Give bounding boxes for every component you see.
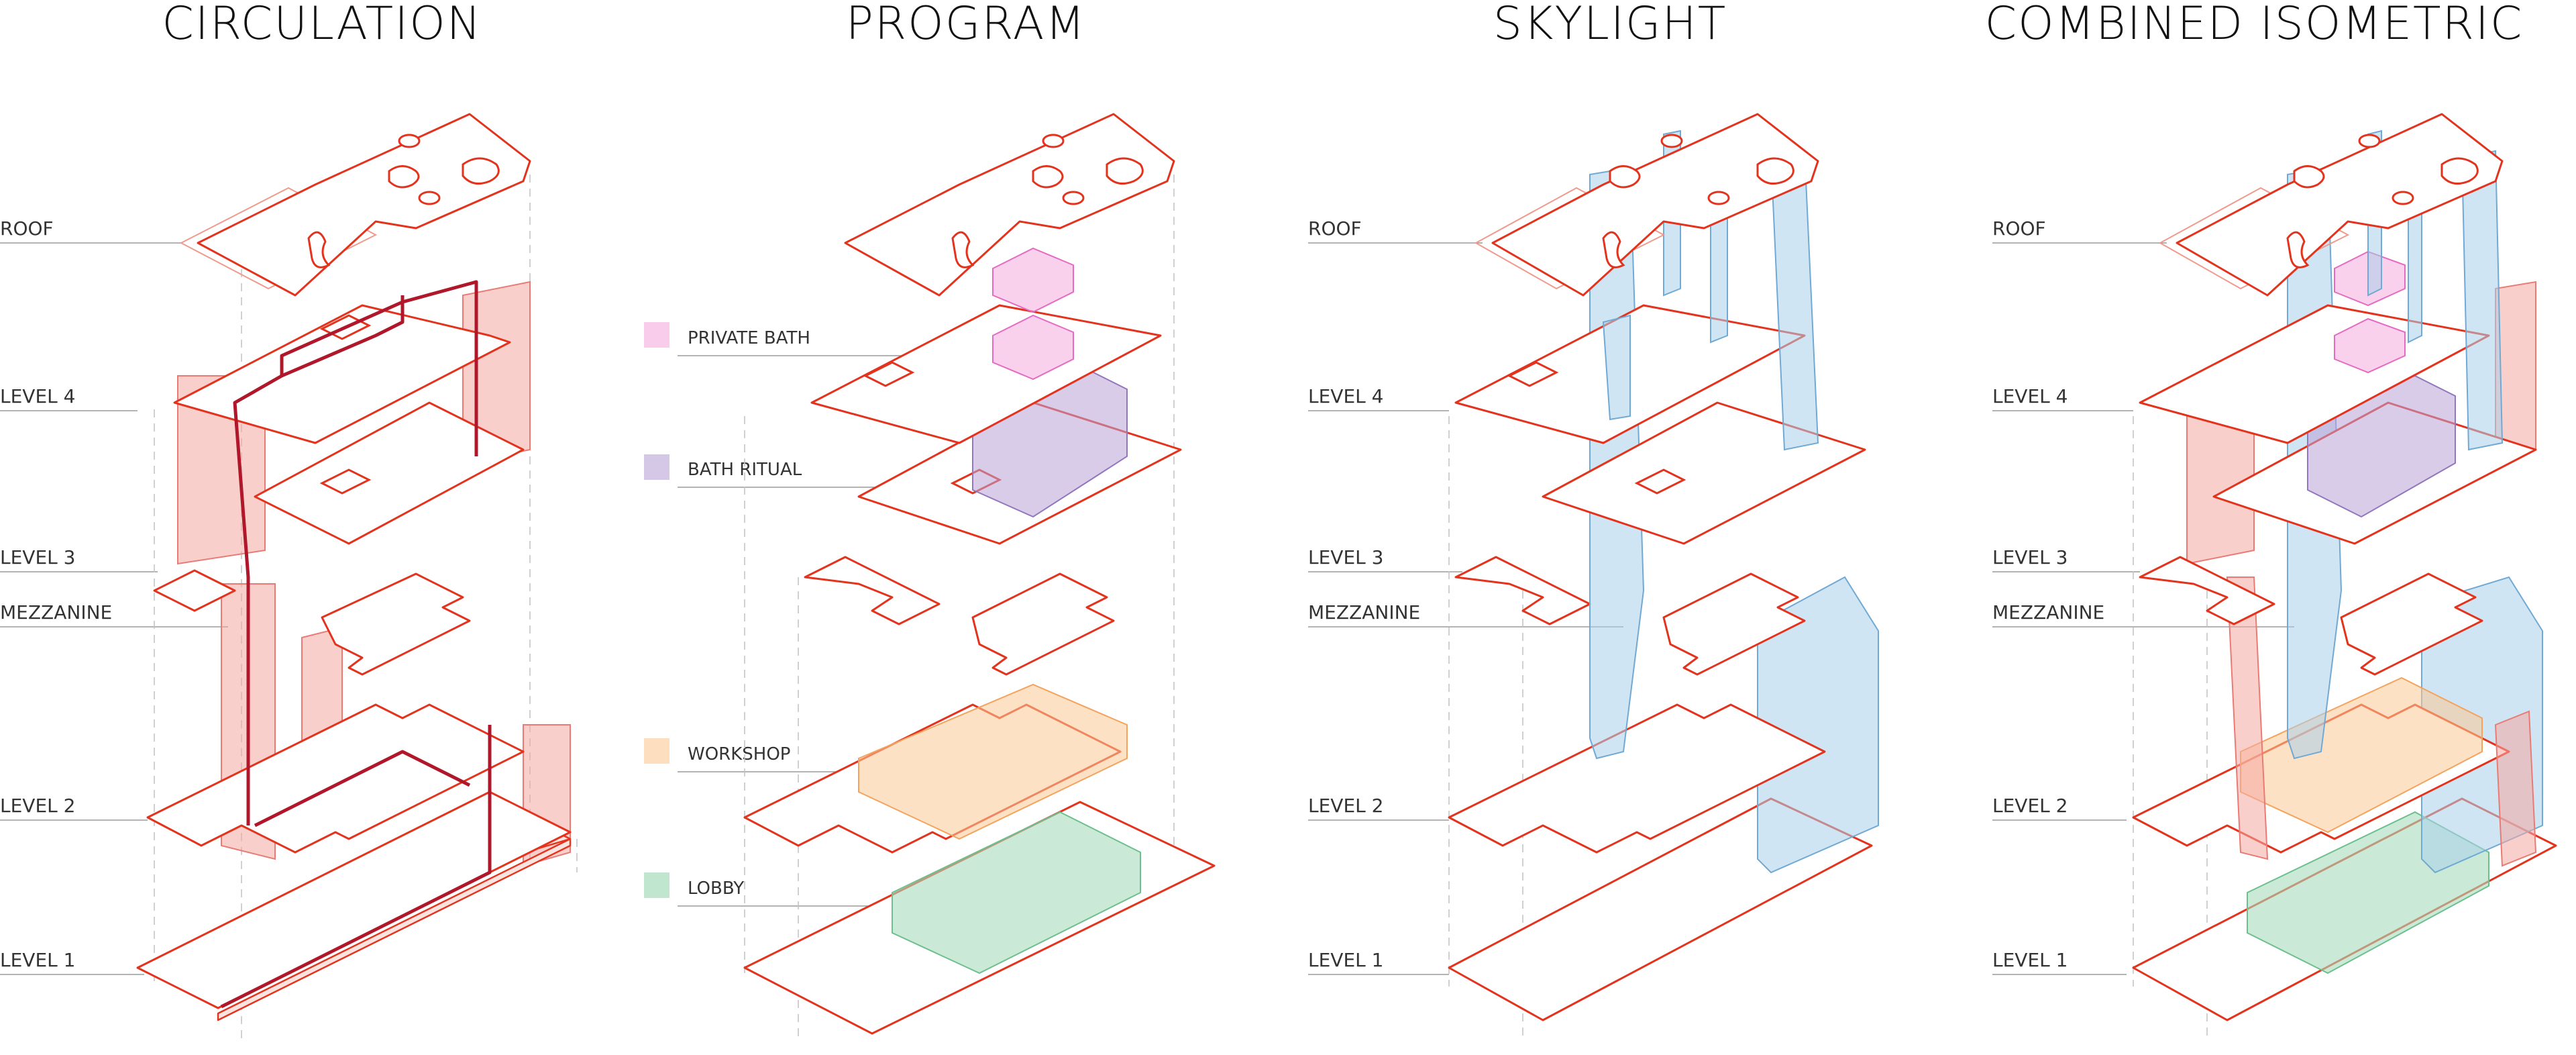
panel-skylight: SKYLIGHT ROOF LEVEL 4 LEVEL 3 MEZZANINE … bbox=[1288, 0, 1932, 1055]
slab-roof bbox=[844, 113, 1175, 297]
level-labels: ROOF LEVEL 4 LEVEL 3 MEZZANINE LEVEL 2 L… bbox=[1992, 217, 2104, 971]
slab-level-2 bbox=[146, 703, 525, 854]
panel-title: CIRCULATION bbox=[162, 0, 482, 50]
legend-label-lobby: LOBBY bbox=[688, 878, 744, 899]
slab-level-3 bbox=[254, 401, 525, 545]
level-label-2: LEVEL 2 bbox=[1992, 795, 2068, 817]
panel-title: SKYLIGHT bbox=[1493, 0, 1727, 50]
circulation-diagram: ROOF LEVEL 4 LEVEL 3 MEZZANINE LEVEL 2 L… bbox=[0, 113, 578, 1040]
panel-program: PROGRAM PRIVATE BATH BATH RITUAL WORKSHO… bbox=[644, 0, 1288, 1055]
slab-level-2 bbox=[1448, 703, 1826, 854]
panel-title: PROGRAM bbox=[845, 0, 1087, 50]
legend-label-workshop: WORKSHOP bbox=[688, 744, 791, 764]
level-label-3: LEVEL 3 bbox=[1308, 546, 1383, 568]
combined-diagram: ROOF LEVEL 4 LEVEL 3 MEZZANINE LEVEL 2 L… bbox=[1992, 113, 2557, 1040]
dashed-guides bbox=[1448, 416, 1523, 1040]
leader-lines bbox=[1308, 242, 1623, 975]
level-label-roof: ROOF bbox=[1992, 217, 2046, 240]
circulation-path bbox=[220, 280, 492, 1009]
level-label-1: LEVEL 1 bbox=[1992, 949, 2068, 971]
slab-mezzanine bbox=[1454, 556, 1806, 676]
level-label-mezzanine: MEZZANINE bbox=[1992, 601, 2104, 623]
program-diagram: PRIVATE BATH BATH RITUAL WORKSHOP LOBBY bbox=[644, 113, 1216, 1040]
slab-mezzanine bbox=[2139, 556, 2483, 676]
panel-combined: COMBINED ISOMETRIC ROOF LEVEL 4 LEVEL 3 … bbox=[1932, 0, 2576, 1055]
skylight-shaft-large bbox=[1757, 576, 1879, 874]
slab-roof bbox=[2159, 113, 2504, 297]
legend-swatch-lobby bbox=[644, 872, 669, 898]
level-label-2: LEVEL 2 bbox=[0, 795, 75, 817]
level-labels: ROOF LEVEL 4 LEVEL 3 MEZZANINE LEVEL 2 L… bbox=[0, 217, 112, 971]
level-label-2: LEVEL 2 bbox=[1308, 795, 1383, 817]
lobby-volume bbox=[892, 811, 1141, 974]
level-label-roof: ROOF bbox=[1308, 217, 1362, 240]
legend-swatch-private-bath bbox=[644, 322, 669, 348]
level-label-mezzanine: MEZZANINE bbox=[1308, 601, 1420, 623]
level-label-4: LEVEL 4 bbox=[0, 385, 75, 407]
panel-circulation: CIRCULATION ROOF LEVEL 4 LEVEL 3 MEZZANI… bbox=[0, 0, 644, 1055]
legend-swatch-workshop bbox=[644, 738, 669, 764]
legend-label-private-bath: PRIVATE BATH bbox=[688, 328, 810, 348]
dashed-guides bbox=[2133, 416, 2208, 1040]
slab-roof bbox=[1475, 113, 1819, 297]
level-label-1: LEVEL 1 bbox=[0, 949, 75, 971]
slab-level-1 bbox=[136, 791, 572, 1021]
level-label-mezzanine: MEZZANINE bbox=[0, 601, 112, 623]
workshop-volume bbox=[858, 683, 1128, 840]
program-legend: PRIVATE BATH BATH RITUAL WORKSHOP LOBBY bbox=[644, 322, 979, 907]
level-label-4: LEVEL 4 bbox=[1308, 385, 1383, 407]
private-bath-volumes bbox=[992, 247, 1074, 381]
panel-title: COMBINED ISOMETRIC bbox=[1984, 0, 2524, 50]
slab-roof bbox=[180, 113, 531, 297]
level-label-3: LEVEL 3 bbox=[1992, 546, 2068, 568]
leader-lines bbox=[0, 242, 228, 975]
level-label-1: LEVEL 1 bbox=[1308, 949, 1383, 971]
level-labels: ROOF LEVEL 4 LEVEL 3 MEZZANINE LEVEL 2 L… bbox=[1308, 217, 1420, 971]
legend-swatch-bath-ritual bbox=[644, 454, 669, 480]
level-label-4: LEVEL 4 bbox=[1992, 385, 2068, 407]
slab-mezzanine bbox=[804, 556, 1115, 676]
level-label-roof: ROOF bbox=[0, 217, 54, 240]
level-label-3: LEVEL 3 bbox=[0, 546, 75, 568]
slab-mezzanine bbox=[153, 569, 471, 676]
skylight-diagram: ROOF LEVEL 4 LEVEL 3 MEZZANINE LEVEL 2 L… bbox=[1308, 113, 1879, 1040]
